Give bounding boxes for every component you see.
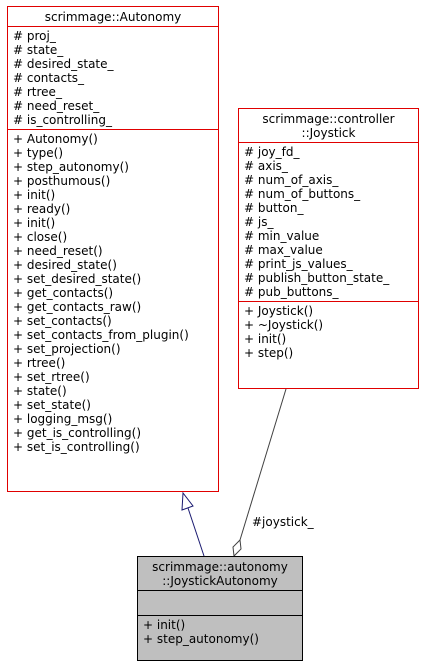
class-attribute: # rtree_ (13, 85, 62, 99)
class-method: + init() (244, 332, 287, 346)
class-method: + set_rtree() (13, 370, 90, 384)
class-joystick-attributes: # joy_fd_# axis_# num_of_axis_# num_of_b… (239, 142, 418, 301)
class-method: + rtree() (13, 356, 66, 370)
class-attribute: # num_of_axis_ (244, 173, 339, 187)
class-joystick-autonomy-title: scrimmage::autonomy ::JoystickAutonomy (138, 557, 302, 590)
inheritance-edge (187, 507, 205, 557)
class-joystick[interactable]: scrimmage::controller ::Joystick # joy_f… (238, 108, 419, 389)
class-method: + set_is_controlling() (13, 440, 140, 454)
class-joystick-autonomy-attributes (138, 590, 302, 615)
class-joystick-methods: + Joystick()+ ~Joystick()+ init()+ step(… (239, 301, 418, 362)
class-attribute: # num_of_buttons_ (244, 187, 361, 201)
class-attribute: # is_controlling_ (13, 113, 112, 127)
class-method: + step_autonomy() (13, 160, 129, 174)
class-method: + get_contacts_raw() (13, 300, 142, 314)
class-attribute: # need_reset_ (13, 99, 100, 113)
class-method: + Joystick() (244, 304, 314, 318)
class-title-text: ::Joystick (301, 126, 356, 140)
composition-label: #joystick_ (252, 515, 314, 529)
class-attribute: # proj_ (13, 29, 56, 43)
class-method: + ready() (13, 202, 71, 216)
class-attribute: # min_value (244, 229, 320, 243)
class-method: + set_state() (13, 398, 91, 412)
class-title-text: scrimmage::controller (262, 112, 395, 126)
class-method: + posthumous() (13, 174, 111, 188)
class-joystick-title: scrimmage::controller ::Joystick (239, 109, 418, 142)
inheritance-arrowhead (181, 491, 194, 511)
class-method: + ~Joystick() (244, 318, 324, 332)
class-autonomy-attributes: # proj_# state_# desired_state_# contact… (8, 26, 218, 129)
class-method: + close() (13, 230, 68, 244)
class-method: + set_contacts_from_plugin() (13, 328, 189, 342)
class-title-text: scrimmage::autonomy (152, 560, 288, 574)
class-method: + get_contacts() (13, 286, 114, 300)
class-attribute: # js_ (244, 215, 274, 229)
class-autonomy-methods: + Autonomy()+ type()+ step_autonomy()+ p… (8, 129, 218, 456)
class-method: + need_reset() (13, 244, 103, 258)
class-method: + init() (13, 216, 56, 230)
class-attribute: # button_ (244, 201, 304, 215)
class-method: + step() (244, 346, 294, 360)
class-method: + Autonomy() (13, 132, 98, 146)
class-method: + step_autonomy() (143, 632, 259, 646)
composition-edge (239, 388, 287, 541)
class-title-text: scrimmage::Autonomy (44, 10, 182, 24)
class-method: + set_contacts() (13, 314, 112, 328)
class-joystick-autonomy[interactable]: scrimmage::autonomy ::JoystickAutonomy +… (137, 556, 303, 661)
class-method: + state() (13, 384, 67, 398)
class-autonomy[interactable]: scrimmage::Autonomy # proj_# state_# des… (7, 6, 219, 492)
class-attribute: # joy_fd_ (244, 145, 300, 159)
class-title-text: ::JoystickAutonomy (162, 574, 278, 588)
class-joystick-autonomy-methods: + init()+ step_autonomy() (138, 615, 302, 648)
class-method: + set_projection() (13, 342, 121, 356)
class-attribute: # max_value (244, 243, 323, 257)
class-attribute: # print_js_values_ (244, 257, 353, 271)
class-attribute: # desired_state_ (13, 57, 114, 71)
class-autonomy-title: scrimmage::Autonomy (8, 7, 218, 26)
class-method: + init() (13, 188, 56, 202)
class-method: + init() (143, 618, 186, 632)
class-attribute: # state_ (13, 43, 64, 57)
class-method: + desired_state() (13, 258, 117, 272)
class-method: + logging_msg() (13, 412, 113, 426)
class-attribute: # pub_buttons_ (244, 285, 339, 299)
class-attribute: # publish_button_state_ (244, 271, 390, 285)
class-attribute: # axis_ (244, 159, 288, 173)
class-method: + set_desired_state() (13, 272, 142, 286)
composition-diamond (232, 538, 242, 558)
class-attribute: # contacts_ (13, 71, 85, 85)
class-method: + type() (13, 146, 64, 160)
class-method: + get_is_controlling() (13, 426, 142, 440)
